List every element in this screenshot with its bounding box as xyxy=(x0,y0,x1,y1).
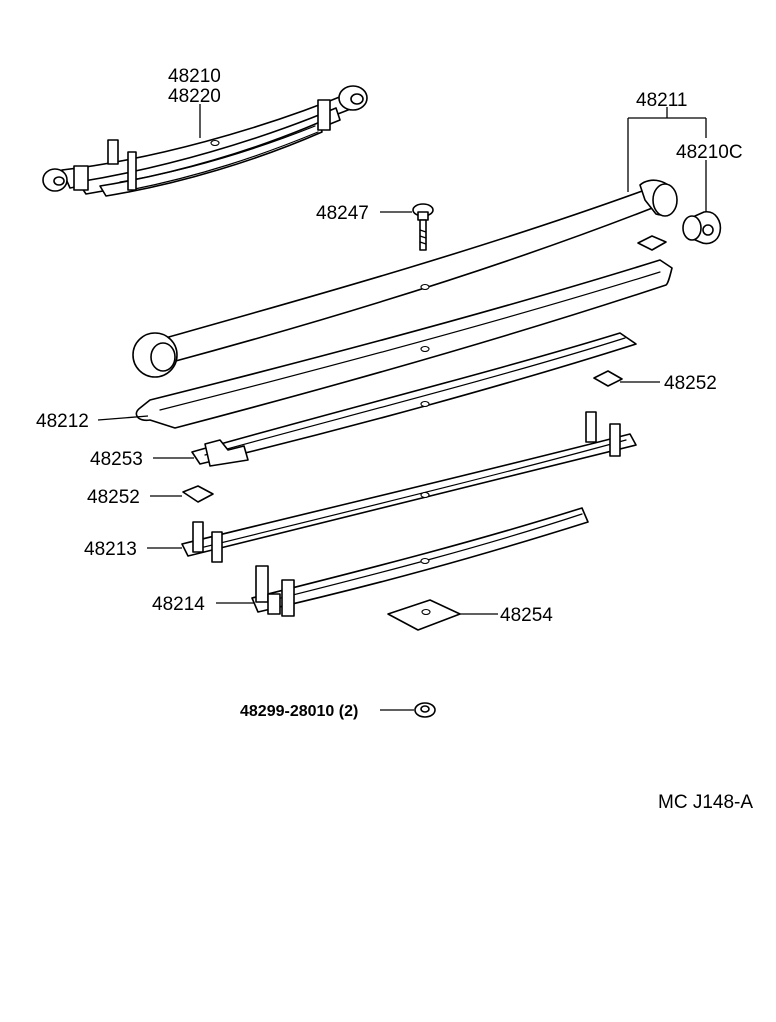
plate-48254[interactable] xyxy=(387,599,461,631)
second-leaf-48212[interactable] xyxy=(135,259,673,429)
label-48247: 48247 xyxy=(316,203,369,224)
label-48299: 48299-28010 (2) xyxy=(240,703,358,720)
label-48220: 48220 xyxy=(168,86,221,107)
center-bolt-48247[interactable] xyxy=(412,203,434,251)
label-48210c: 48210C xyxy=(676,142,743,163)
bushing-48210c[interactable] xyxy=(682,211,722,245)
leader-lines xyxy=(97,104,707,711)
label-48212: 48212 xyxy=(36,411,89,432)
third-leaf-48253[interactable] xyxy=(191,332,637,467)
main-leaf-48211[interactable] xyxy=(132,179,678,378)
nut-48299[interactable] xyxy=(414,702,436,718)
insert-pad-top[interactable] xyxy=(637,235,667,251)
label-48210: 48210 xyxy=(168,66,221,87)
label-48252-left: 48252 xyxy=(87,487,140,508)
fifth-leaf-48214[interactable] xyxy=(251,507,589,617)
label-48254: 48254 xyxy=(500,605,553,626)
insert-pad-48252-left[interactable] xyxy=(182,485,214,503)
leaf-spring-assembly[interactable] xyxy=(42,85,368,197)
label-48211: 48211 xyxy=(636,90,687,111)
insert-pad-48252-right[interactable] xyxy=(593,370,623,387)
label-48213: 48213 xyxy=(84,539,137,560)
label-48253: 48253 xyxy=(90,449,143,470)
label-48252-top: 48252 xyxy=(664,373,717,394)
label-48214: 48214 xyxy=(152,594,205,615)
plate-48254-hole xyxy=(421,608,431,616)
fourth-leaf-48213[interactable] xyxy=(181,411,637,563)
diagram-code: MC J148-A xyxy=(658,792,753,813)
